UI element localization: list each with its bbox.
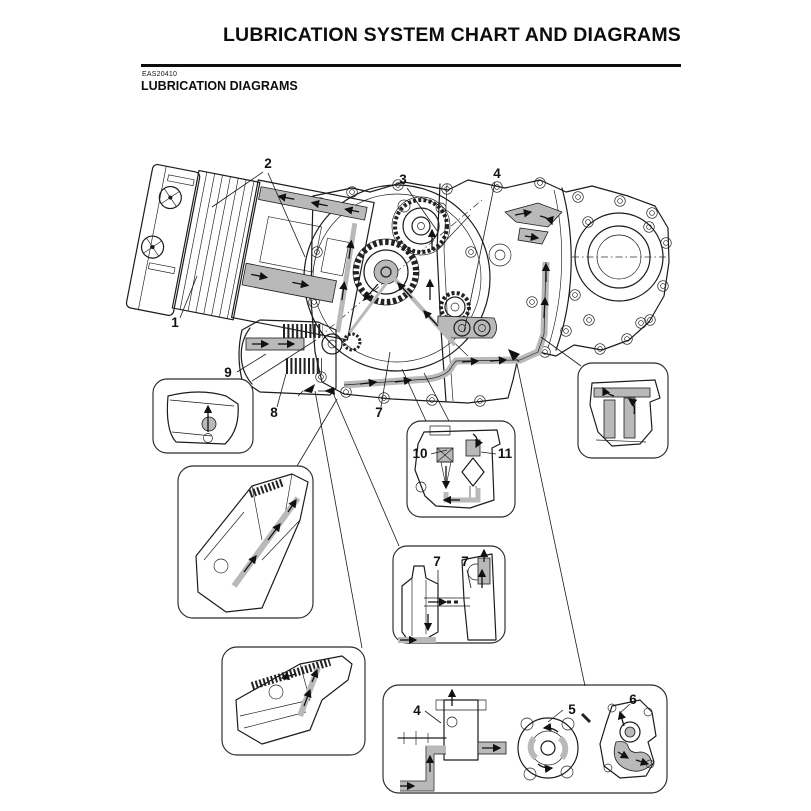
inset-oil-pump-housing-art <box>599 699 657 779</box>
cylinder-and-head <box>125 163 375 341</box>
callout-labels: 1 2 3 4 7 8 9 10 11 7 7 4 5 6 <box>171 156 637 718</box>
inset-drive-axle-art <box>398 548 497 645</box>
callout-leader-lines <box>179 171 631 724</box>
callout-5-inset: 5 <box>568 702 576 717</box>
callout-2: 2 <box>264 156 272 171</box>
inset-oil-pump-rotor-art <box>517 712 592 781</box>
header-rule <box>141 64 681 67</box>
callout-11: 11 <box>498 446 513 461</box>
callout-6-inset: 6 <box>629 692 637 707</box>
inset-transmission-passage-art <box>589 379 661 447</box>
oil-pump-drive-cluster <box>238 319 362 396</box>
callout-9: 9 <box>224 365 232 380</box>
callout-7-inset-right: 7 <box>461 554 469 569</box>
section-title: LUBRICATION DIAGRAMS <box>141 79 298 93</box>
inset-check-bolt-art <box>166 391 239 445</box>
case-seam <box>436 183 447 402</box>
engine-assembly <box>125 163 672 407</box>
inset-oil-pump-section-art <box>397 688 507 792</box>
camshaft-journals <box>140 185 182 259</box>
callout-7: 7 <box>375 405 383 420</box>
crankcase-cover-boss <box>569 212 669 329</box>
section-code: EAS20410 <box>142 71 178 78</box>
cover-seam <box>555 187 572 351</box>
callout-10: 10 <box>412 446 427 461</box>
inset-cylinder-head <box>221 646 366 756</box>
inset-relief-valve-art <box>414 425 501 509</box>
crankcase-outline <box>310 179 670 404</box>
inset-connector-lines <box>251 336 586 687</box>
callout-3: 3 <box>399 172 407 187</box>
callout-4-inset: 4 <box>413 703 421 718</box>
inset-cylinder-passage <box>177 465 314 619</box>
idler-gear <box>391 196 512 267</box>
inset-cylinder-head-art <box>235 655 353 745</box>
inset-drive-axle <box>392 545 506 644</box>
oil-galleries <box>343 202 563 389</box>
callout-1: 1 <box>171 315 179 330</box>
callout-7-inset-left: 7 <box>433 554 441 569</box>
inset-oil-pump-views <box>382 684 668 794</box>
view-direction-arrows <box>297 349 520 397</box>
inset-boxes <box>152 362 669 794</box>
callout-4: 4 <box>493 166 501 181</box>
oil-pump <box>437 291 497 339</box>
callout-8: 8 <box>270 405 278 420</box>
page-title: LUBRICATION SYSTEM CHART AND DIAGRAMS <box>222 24 681 46</box>
inset-relief-valve <box>406 420 516 518</box>
inset-cylinder-passage-art <box>195 473 309 613</box>
